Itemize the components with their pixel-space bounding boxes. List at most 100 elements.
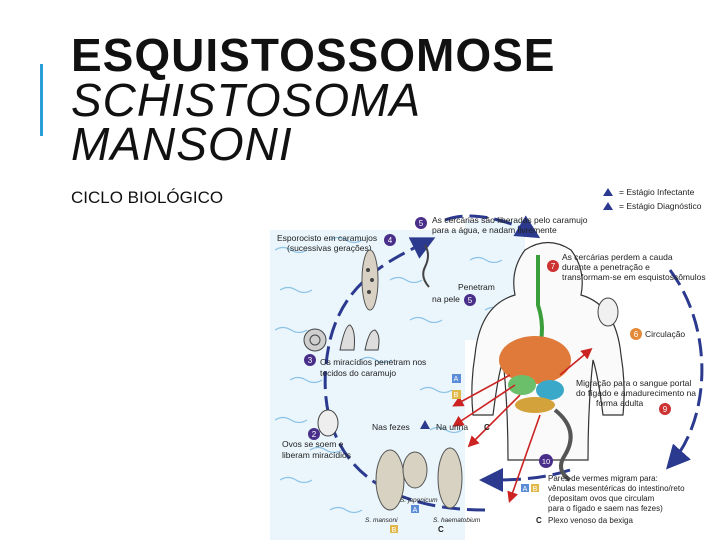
label-step-10-line-2: vênulas mesentéricas do intestino/reto <box>548 484 685 493</box>
cycle-arrow-right <box>666 269 704 470</box>
label-step-7-line-3: transformam-se em esquistossômulos <box>562 272 706 282</box>
cycle-arrow-top <box>444 214 541 239</box>
step-4-sporocyst: Esporocisto em caramujos (sucessivas ger… <box>277 233 396 311</box>
label-step-7-line-2: durante a penetração e <box>562 262 650 272</box>
label-s-japonicum: S. japonicum <box>400 497 438 504</box>
label-in-urine: Na urina <box>436 422 468 432</box>
label-step-3-line-1: Os miracídios penetram nos <box>320 357 426 367</box>
egg-haematobium-illustration <box>437 447 463 509</box>
label-penetram-line-1: Penetram <box>458 282 495 292</box>
page-subtitle: SCHISTOSOMA MANSONI <box>71 74 422 170</box>
label-step-3-line-2: tecidos do caramujo <box>320 368 396 378</box>
step-5-small-number: 5 <box>468 296 473 305</box>
accent-bar <box>40 64 43 136</box>
step-10-number: 10 <box>542 457 550 466</box>
label-s-haematobium: S. haematobium <box>433 517 481 524</box>
diagnostic-stage-icon <box>603 202 613 210</box>
subtitle-line-2: MANSONI <box>71 118 293 170</box>
infective-stage-icon <box>603 188 613 196</box>
label-step-9-line-3: forma adulta <box>596 398 644 408</box>
label-step-4-line-1: Esporocisto em caramujos <box>277 233 377 243</box>
letter-b-egg: B <box>392 527 397 534</box>
letter-b-body: B <box>454 392 459 399</box>
letter-b-box-body <box>452 390 461 399</box>
step-9: Migração para o sangue portal do fígado … <box>553 378 696 482</box>
label-s-mansoni: S. mansoni <box>365 517 398 524</box>
step-9-number: 9 <box>663 405 668 414</box>
snail-shell-illustration <box>303 328 327 352</box>
life-cycle-diagram: = Estágio Infectante = Estágio Diagnósti… <box>270 187 706 540</box>
cercaria-illustration <box>422 244 430 288</box>
egg-diagnosis: Nas fezes Na urina C S. japonicum S. man… <box>365 374 490 534</box>
letter-c-urine: C <box>484 423 490 432</box>
step-4-number: 4 <box>388 236 393 245</box>
letter-a-box <box>521 484 529 492</box>
penetration-label: Penetram na pele 5 <box>432 282 495 306</box>
adult-worm-illustration <box>553 408 573 482</box>
letter-b-box-egg <box>390 525 398 533</box>
label-in-feces: Nas fezes <box>372 422 410 432</box>
step-badge-6-small <box>464 294 476 306</box>
label-step-9-line-1: Migração para o sangue portal <box>576 378 691 388</box>
label-step-2-line-2: liberam miracídios <box>282 450 351 460</box>
step-badge-5 <box>415 217 427 229</box>
letter-b: B <box>533 486 538 493</box>
miracidium-illustration <box>317 409 339 437</box>
letter-a-egg: A <box>413 507 418 514</box>
legend: = Estágio Infectante = Estágio Diagnósti… <box>603 187 702 211</box>
egg-mansoni-illustration <box>375 449 405 511</box>
label-step-10-line-3: (depositam ovos que circulam <box>548 494 655 503</box>
step-3-number: 3 <box>308 356 313 365</box>
step-2-number: 2 <box>312 430 317 439</box>
step-badge-3 <box>304 354 316 366</box>
schistosomulum-illustration <box>597 297 619 327</box>
step-2-eggs-hatch: 2 Ovos se soem e liberam miracídios <box>282 409 351 460</box>
letter-c-step-10: C <box>536 516 542 525</box>
organ-illustration <box>515 397 555 413</box>
step-6: 6 Circulação <box>630 328 685 340</box>
step-5-number: 5 <box>419 219 424 228</box>
step-3-snail: 3 Os miracídios penetram nos tecidos do … <box>303 324 426 378</box>
label-step-5-line-1: As cercárias são liberadas pelo caramujo <box>432 215 588 225</box>
step-badge-9 <box>659 403 671 415</box>
step-7-number: 7 <box>551 262 556 271</box>
section-label: CICLO BIOLÓGICO <box>71 188 224 207</box>
letter-a-body: A <box>454 376 459 383</box>
legend-diagnostic: = Estágio Diagnóstico <box>619 201 702 211</box>
red-arrows <box>452 347 593 504</box>
letter-c-egg: C <box>438 525 444 534</box>
label-step-6: Circulação <box>645 329 685 339</box>
snail-illustration <box>339 324 355 351</box>
letter-a-box-egg <box>411 505 419 513</box>
liver-illustration <box>499 336 571 384</box>
label-step-10-line-1: Pares de vermes migram para: <box>548 474 658 483</box>
step-5-cercariae: 5 As cercárias são liberadas pelo caramu… <box>415 215 588 288</box>
step-badge-2 <box>308 428 320 440</box>
label-step-7-line-1: As cercárias perdem a cauda <box>562 252 673 262</box>
letter-a-box-body <box>452 374 461 383</box>
subtitle-line-1: SCHISTOSOMA <box>71 74 422 126</box>
legend-infective: = Estágio Infectante <box>619 187 695 197</box>
label-step-2-line-1: Ovos se soem e <box>282 439 344 449</box>
snail-illustration-2 <box>364 329 380 351</box>
step-10: 10 Pares de vermes migram para: A B vênu… <box>521 454 685 525</box>
page-title: ESQUISTOSSOMOSE <box>71 29 556 81</box>
letter-a: A <box>523 486 528 493</box>
label-step-4-line-2: (sucessivas gerações) <box>287 243 372 253</box>
label-penetram-line-2: na pele <box>432 294 460 304</box>
organ-illustration <box>536 380 564 400</box>
label-step-10-line-4: para o fígado e saem nas fezes) <box>548 504 663 513</box>
egg-japonicum-illustration <box>402 451 428 489</box>
label-step-9-line-2: do fígado e amadurecimento na <box>576 388 696 398</box>
letter-b-box <box>531 484 539 492</box>
organ-illustration <box>508 375 536 395</box>
step-badge-10 <box>539 454 553 468</box>
label-step-5-line-2: para a água, e nadam livremente <box>432 225 557 235</box>
step-badge-6 <box>630 328 642 340</box>
step-badge-7 <box>547 260 559 272</box>
step-7: 7 As cercárias perdem a cauda durante a … <box>547 252 706 327</box>
label-step-10-line-5: Plexo venoso da bexiga <box>548 516 634 525</box>
step-6-number: 6 <box>634 330 639 339</box>
diagnostic-stage-icon <box>420 420 430 429</box>
step-badge-4 <box>384 234 396 246</box>
